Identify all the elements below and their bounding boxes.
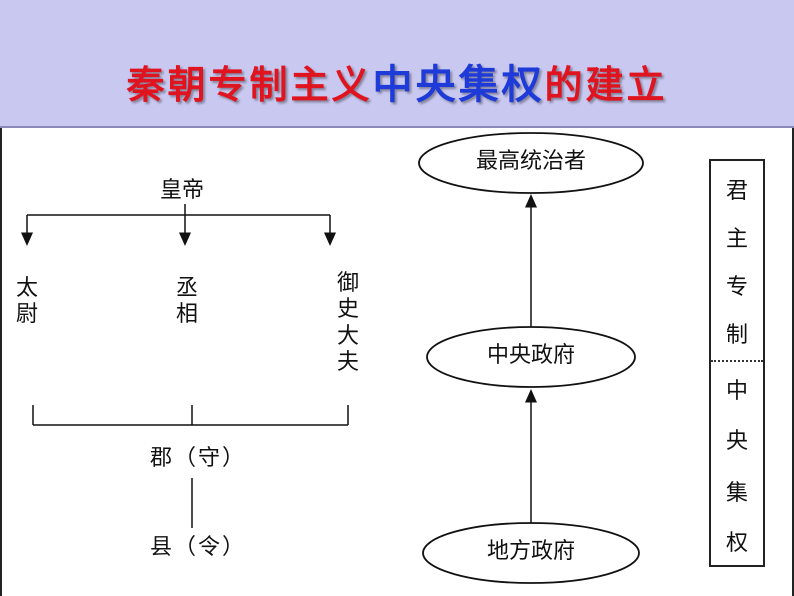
- side-char-2: 主: [725, 227, 748, 252]
- official-chengxiang: 丞相: [175, 276, 198, 328]
- official-taiwei: 太尉: [15, 276, 38, 328]
- side-char-3: 专: [725, 275, 748, 300]
- side-label-box: 君 主 专 制 中 央 集 权: [709, 159, 765, 567]
- side-divider: [711, 360, 763, 362]
- side-char-7: 集: [725, 481, 748, 506]
- commandery-label: 郡（守）: [150, 446, 247, 471]
- title-part-2: 中央集权: [372, 62, 545, 108]
- top-ruler-label: 最高统治者: [475, 149, 586, 174]
- diagram-panel: [0, 128, 794, 596]
- central-government-label: 中央政府: [486, 343, 575, 368]
- official-yushidafu: 御史大夫: [336, 271, 359, 376]
- side-char-4: 制: [725, 323, 748, 348]
- side-char-5: 中: [725, 379, 748, 404]
- side-char-1: 君: [725, 179, 748, 204]
- local-government-label: 地方政府: [486, 539, 575, 564]
- emperor-label: 皇帝: [160, 178, 205, 203]
- title-part-3: 的建立: [544, 63, 668, 107]
- side-char-6: 央: [725, 429, 748, 454]
- header-banner: 秦朝专制主义中央集权的建立: [0, 0, 794, 128]
- ellipse-top: [418, 132, 644, 194]
- title-part-1: 秦朝专制主义: [126, 63, 373, 107]
- side-char-8: 权: [725, 531, 748, 556]
- county-label: 县（令）: [150, 535, 247, 560]
- slide-title: 秦朝专制主义中央集权的建立: [0, 52, 794, 110]
